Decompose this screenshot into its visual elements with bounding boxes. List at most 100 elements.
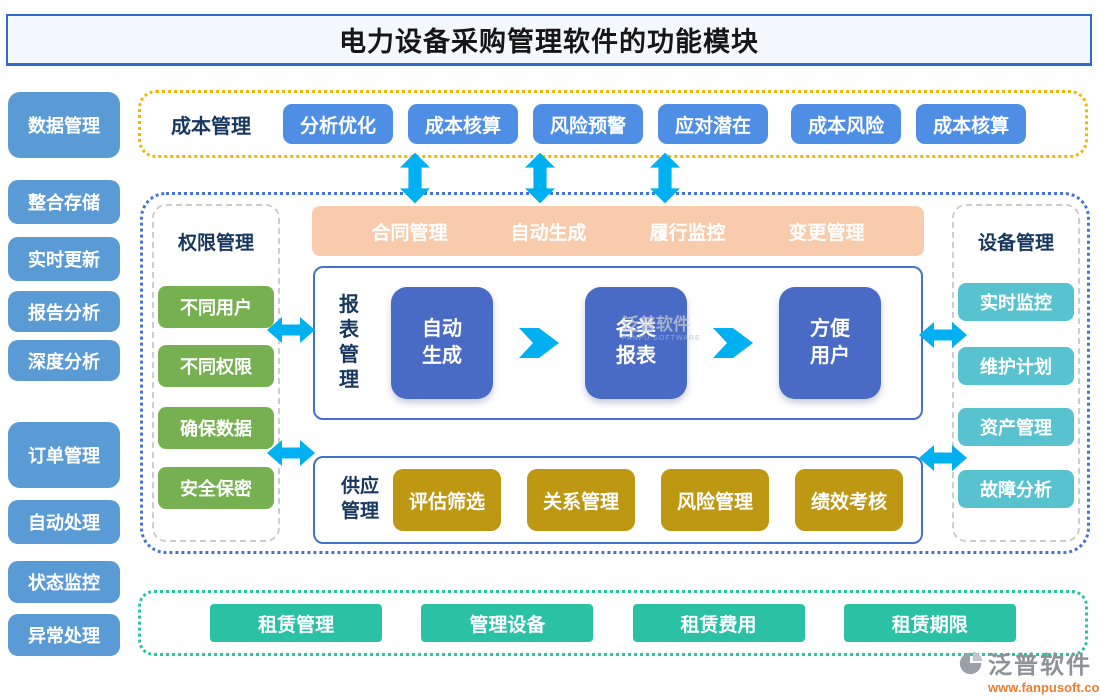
supply-button-label: 关系管理 — [542, 491, 619, 513]
fanpu-logo-icon — [959, 651, 983, 674]
logo-url[interactable]: www.fanpusoft.com — [988, 680, 1100, 695]
watermark: 泛普软件 FANPU SOFTWARE — [622, 316, 701, 342]
lease-button-lease-fees[interactable]: 租赁费用 — [632, 604, 805, 642]
cost-button-cost-risk[interactable]: 成本风险 — [791, 104, 902, 144]
device-button-fault-analysis[interactable]: 故障分析 — [958, 470, 1074, 508]
device-button-realtime-monitoring[interactable]: 实时监控 — [958, 283, 1074, 321]
permission-button-label: 确保数据 — [180, 419, 252, 439]
sidebar-item-exception-handling[interactable]: 异常处理 — [8, 614, 120, 656]
supply-button-label: 评估筛选 — [408, 491, 485, 513]
permission-button-security-confidentiality[interactable]: 安全保密 — [158, 467, 274, 509]
cost-button-cost-accounting[interactable]: 成本核算 — [408, 104, 519, 144]
watermark-text: 泛普软件 — [622, 315, 690, 334]
permission-button-ensure-data[interactable]: 确保数据 — [158, 407, 274, 449]
flow-arrow-right-icon — [713, 328, 753, 358]
sidebar-item-label: 数据管理 — [28, 116, 100, 136]
cost-button-label: 分析优化 — [300, 115, 377, 137]
permission-section-title: 权限管理 — [177, 233, 254, 254]
report-step-label: 方便用户 — [810, 318, 850, 367]
double-arrow-horizontal-icon — [267, 317, 315, 343]
sidebar-item-data-management[interactable]: 数据管理 — [8, 92, 120, 158]
report-step-user-convenience[interactable]: 方便用户 — [779, 287, 881, 399]
sidebar-item-label: 异常处理 — [28, 626, 100, 646]
lease-button-label: 租赁期限 — [891, 614, 968, 636]
permission-button-different-permissions[interactable]: 不同权限 — [158, 345, 274, 387]
contract-management-bar: 合同管理 自动生成 履行监控 变更管理 — [312, 206, 924, 256]
logo-row: 泛普软件 — [958, 645, 1100, 680]
lease-button-label: 租赁费用 — [680, 614, 757, 636]
sidebar-item-realtime-update[interactable]: 实时更新 — [8, 237, 120, 281]
cost-button-label: 应对潜在 — [675, 115, 752, 137]
lease-button-label: 租赁管理 — [258, 614, 335, 636]
cost-button-label: 成本风险 — [808, 115, 885, 137]
logo-name: 泛普软件 — [988, 652, 1092, 679]
sidebar-item-label: 自动处理 — [28, 513, 100, 533]
supply-button-relationship-management[interactable]: 关系管理 — [527, 469, 635, 531]
sidebar-item-auto-processing[interactable]: 自动处理 — [8, 500, 120, 544]
cost-button-risk-warning[interactable]: 风险预警 — [533, 104, 644, 144]
supply-button-performance-assessment[interactable]: 绩效考核 — [795, 469, 903, 531]
device-button-asset-management[interactable]: 资产管理 — [958, 408, 1074, 446]
supply-management-box: 供应管理 评估筛选 关系管理 风险管理 绩效考核 — [313, 456, 923, 544]
contract-item-change-management: 变更管理 — [788, 222, 865, 244]
lease-management-section: 租赁管理 管理设备 租赁费用 租赁期限 — [138, 590, 1088, 656]
lease-button-label: 管理设备 — [469, 614, 546, 636]
cost-button-analysis-optimization[interactable]: 分析优化 — [283, 104, 394, 144]
report-flow: 自动生成 各类报表 方便用户 — [365, 287, 907, 399]
lease-button-manage-equipment[interactable]: 管理设备 — [421, 604, 594, 642]
double-arrow-horizontal-icon — [267, 440, 315, 466]
sidebar-item-order-management[interactable]: 订单管理 — [8, 422, 120, 488]
sidebar-item-integrated-storage[interactable]: 整合存储 — [8, 180, 120, 224]
contract-item-performance-monitoring: 履行监控 — [649, 222, 726, 244]
cost-management-section: 成本管理 分析优化 成本核算 风险预警 应对潜在 成本风险 成本核算 — [138, 90, 1088, 158]
lease-button-lease-management[interactable]: 租赁管理 — [210, 604, 383, 642]
double-arrow-horizontal-icon — [919, 445, 967, 471]
sidebar-item-label: 订单管理 — [28, 446, 100, 466]
page-title: 电力设备采购管理软件的功能模块 — [339, 27, 759, 57]
cost-button-respond-potential[interactable]: 应对潜在 — [658, 104, 769, 144]
permission-button-label: 不同权限 — [180, 357, 252, 377]
cost-button-label: 成本核算 — [425, 115, 502, 137]
permission-button-different-users[interactable]: 不同用户 — [158, 286, 274, 328]
permission-button-label: 安全保密 — [180, 479, 252, 499]
sidebar-item-label: 状态监控 — [28, 573, 100, 593]
report-management-box: 报表管理 自动生成 各类报表 方便用户 — [313, 266, 923, 420]
double-arrow-vertical-icon — [399, 152, 431, 204]
device-button-maintenance-plan[interactable]: 维护计划 — [958, 347, 1074, 385]
vendor-logo: 泛普软件 www.fanpusoft.com — [958, 645, 1100, 695]
cost-section-title: 成本管理 — [171, 115, 251, 138]
report-step-auto-generate[interactable]: 自动生成 — [391, 287, 493, 399]
supply-button-risk-management[interactable]: 风险管理 — [661, 469, 769, 531]
watermark-subtext: FANPU SOFTWARE — [622, 335, 701, 342]
supply-button-row: 评估筛选 关系管理 风险管理 绩效考核 — [393, 469, 903, 531]
sidebar-item-status-monitoring[interactable]: 状态监控 — [8, 561, 120, 603]
cost-button-label: 风险预警 — [550, 115, 627, 137]
sidebar-item-deep-analysis[interactable]: 深度分析 — [8, 340, 120, 381]
cost-button-cost-accounting-2[interactable]: 成本核算 — [916, 104, 1027, 144]
report-step-various-reports[interactable]: 各类报表 — [585, 287, 687, 399]
sidebar-item-label: 深度分析 — [28, 351, 100, 372]
title-bar: 电力设备采购管理软件的功能模块 — [6, 14, 1092, 66]
device-button-label: 资产管理 — [980, 418, 1052, 438]
report-step-label: 自动生成 — [422, 318, 462, 367]
sidebar-item-label: 报告分析 — [28, 302, 100, 323]
supply-section-title: 供应管理 — [341, 476, 380, 522]
supply-button-evaluation-screening[interactable]: 评估筛选 — [393, 469, 501, 531]
device-section-title: 设备管理 — [977, 233, 1054, 254]
contract-item-auto-generate: 自动生成 — [510, 222, 587, 244]
sidebar-item-report-analysis[interactable]: 报告分析 — [8, 291, 120, 332]
report-section-title: 报表管理 — [339, 294, 359, 391]
permission-management-box: 权限管理 — [152, 204, 280, 542]
lease-button-lease-term[interactable]: 租赁期限 — [843, 604, 1016, 642]
device-button-label: 实时监控 — [980, 293, 1052, 313]
core-modules-section — [140, 192, 1090, 554]
cost-button-row: 分析优化 成本核算 风险预警 应对潜在 成本风险 成本核算 — [283, 104, 1027, 144]
flow-arrow-right-icon — [519, 328, 559, 358]
sidebar-item-label: 实时更新 — [28, 250, 100, 270]
device-button-label: 故障分析 — [980, 480, 1052, 500]
double-arrow-horizontal-icon — [919, 322, 967, 348]
supply-button-label: 风险管理 — [676, 491, 753, 513]
supply-button-label: 绩效考核 — [810, 491, 887, 513]
sidebar-item-label: 整合存储 — [28, 193, 100, 213]
report-step-label: 各类报表 — [616, 318, 656, 367]
